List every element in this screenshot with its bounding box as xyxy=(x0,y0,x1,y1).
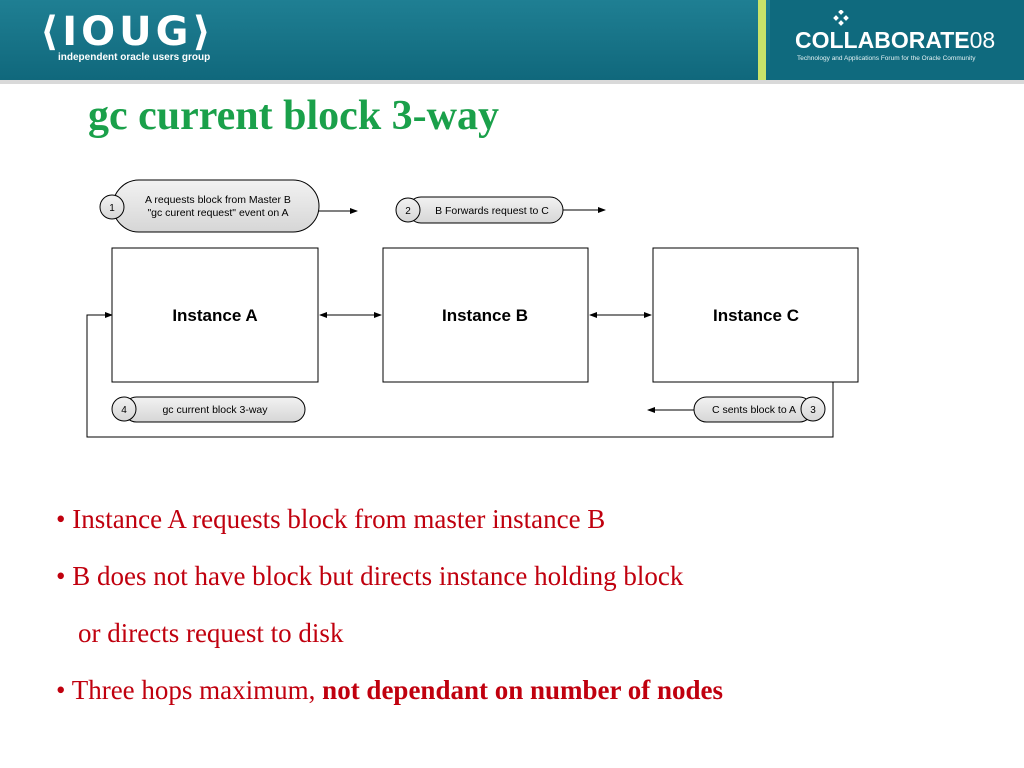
step-1-line2: "gc curent request" event on A xyxy=(147,207,288,219)
slide-title: gc current block 3-way xyxy=(88,93,499,139)
bullet-marker: • xyxy=(56,675,66,705)
bullet-text: B does not have block but directs instan… xyxy=(65,561,684,591)
step-3-number: 3 xyxy=(810,405,816,416)
step-3-badge xyxy=(800,396,826,422)
collaborate-logo-year: 08 xyxy=(969,27,996,53)
ioug-subtitle: independent oracle users group xyxy=(58,52,211,63)
instance-label-b: Instance B xyxy=(442,306,528,325)
step-4-label: gc current block 3-way xyxy=(162,404,268,416)
header-right-panel xyxy=(770,0,1024,80)
bullet-text: or directs request to disk xyxy=(78,618,344,648)
step-1-callout: 1 A requests block from Master B "gc cur… xyxy=(99,179,320,233)
header-accent-stripe xyxy=(758,0,766,80)
step-4-callout: 4 gc current block 3-way xyxy=(111,396,306,423)
step-3-label: C sents block to A xyxy=(712,404,796,416)
step-4-badge xyxy=(111,396,137,422)
step-2-label: B Forwards request to C xyxy=(435,205,549,217)
bullet-text: Three hops maximum, xyxy=(65,675,323,705)
bullet-marker: • xyxy=(56,561,66,591)
header-divider xyxy=(0,80,1024,84)
logo-bracket-right: ⟩ xyxy=(192,9,215,55)
step-1-line1: A requests block from Master B xyxy=(145,194,291,206)
collaborate-logo: COLLABORATE08 xyxy=(795,27,995,54)
instance-label-a: Instance A xyxy=(172,306,257,325)
step-1-number: 1 xyxy=(109,203,115,214)
bullet-marker: • xyxy=(56,504,66,534)
collaborate-diamond-icon xyxy=(833,10,849,26)
instance-label-c: Instance C xyxy=(713,306,799,325)
bullet-text: Instance A requests block from master in… xyxy=(65,504,606,534)
instance-box-b: Instance B xyxy=(382,247,589,383)
instance-box-a: Instance A xyxy=(111,247,319,383)
bullet-item-continuation: or directs request to disk xyxy=(56,614,996,671)
step-2-number: 2 xyxy=(405,206,411,217)
bullet-item: • B does not have block but directs inst… xyxy=(56,557,996,614)
step-4-number: 4 xyxy=(121,405,127,416)
step-2-callout: 2 B Forwards request to C xyxy=(395,196,564,224)
collaborate-subtitle: Technology and Applications Forum for th… xyxy=(797,55,976,62)
bullet-list: • Instance A requests block from master … xyxy=(56,500,996,728)
step-2-badge xyxy=(395,197,421,223)
bullet-item: • Instance A requests block from master … xyxy=(56,500,996,557)
step-1-badge xyxy=(99,194,125,220)
return-loop-line xyxy=(86,312,834,438)
logo-text: IOUG xyxy=(62,9,193,55)
collaborate-logo-main: COLLABORATE xyxy=(795,27,970,53)
ioug-logo: ⟨IOUG⟩ xyxy=(40,12,215,52)
bullet-item: • Three hops maximum, not dependant on n… xyxy=(56,671,996,728)
instance-box-c: Instance C xyxy=(652,247,859,383)
logo-bracket-left: ⟨ xyxy=(40,9,63,55)
step-3-callout: 3 C sents block to A xyxy=(693,396,826,423)
bullet-emphasis: not dependant on number of nodes xyxy=(322,675,724,705)
